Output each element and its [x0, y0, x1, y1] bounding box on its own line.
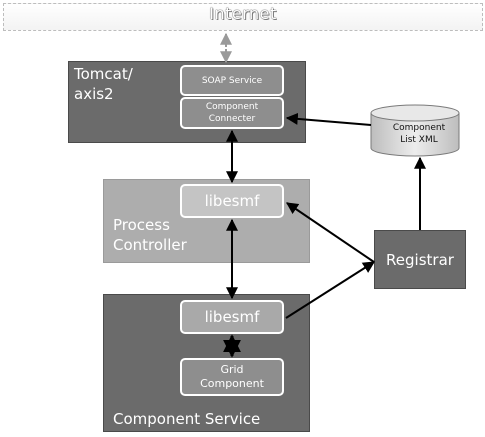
component-connecter-box: Component Connecter [180, 97, 284, 129]
registrar-label: Registrar [386, 250, 454, 269]
registrar-box: Registrar [374, 230, 466, 289]
component-list-xml-label: Component List XML [392, 123, 446, 145]
libesmf-component-box: libesmf [180, 300, 284, 334]
libesmf-process-box: libesmf [180, 184, 284, 218]
grid-component-box: Grid Component [180, 358, 284, 396]
component-service-label: Component Service [113, 410, 261, 428]
internet-label: Internet [209, 4, 277, 23]
registrar-process-arrow [286, 202, 375, 263]
database-connecter-arrow [285, 112, 372, 126]
libesmf-process-label: libesmf [204, 192, 260, 210]
grid-component-label: Grid Component [200, 363, 264, 390]
tomcat-axis2-label: Tomcat/ axis2 [74, 65, 133, 103]
libesmf-component-label: libesmf [204, 308, 260, 326]
soap-service-label: SOAP Service [201, 75, 263, 86]
component-list-database-icon [370, 104, 460, 157]
internet-bar [3, 3, 483, 31]
component-connecter-label: Component Connecter [205, 102, 259, 124]
soap-service-box: SOAP Service [180, 65, 284, 96]
registrar-component-arrow [285, 261, 376, 319]
process-controller-label: Process Controller [113, 216, 187, 254]
